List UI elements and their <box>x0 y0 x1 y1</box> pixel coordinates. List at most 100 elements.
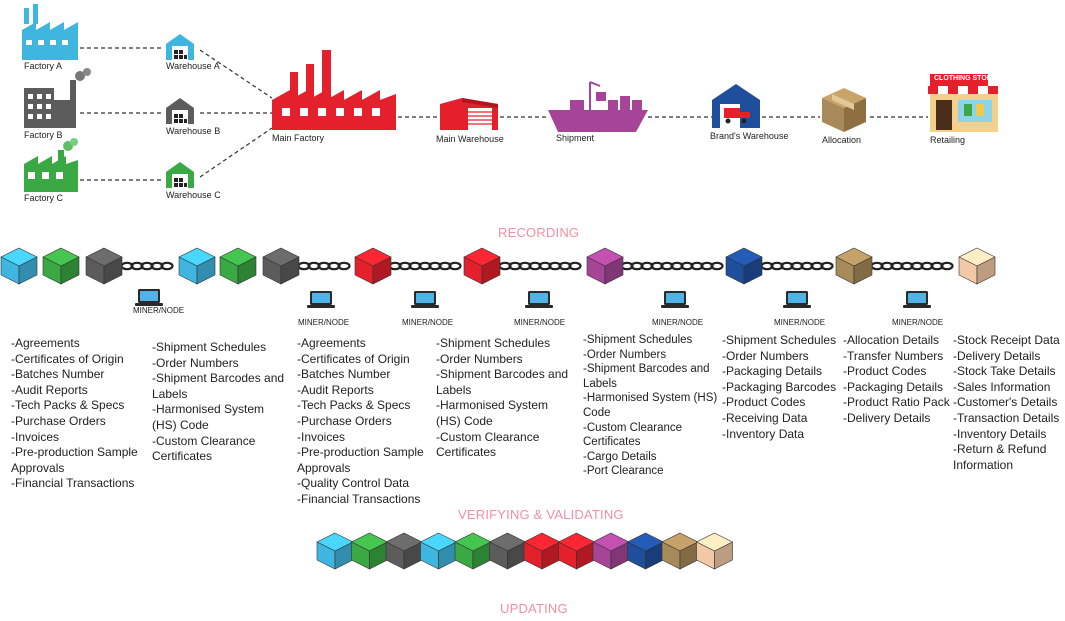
block-green <box>454 532 492 570</box>
updating-heading: UPDATING <box>500 601 568 616</box>
miner-node-label: MINER/NODE <box>892 318 944 327</box>
miner-node-label: MINER/NODE <box>652 318 704 327</box>
list-item: -Certificates of Origin <box>11 351 124 366</box>
block-blue <box>725 247 763 285</box>
factory-a-icon <box>22 4 78 60</box>
list-item: -Return & Refund Information <box>953 442 1047 472</box>
flow-connectors <box>80 47 928 181</box>
list-item: -Product Codes <box>843 364 927 379</box>
miner-node-label: MINER/NODE <box>774 318 826 327</box>
allocation-label: Allocation <box>822 135 862 145</box>
chain-link <box>870 261 954 271</box>
list-item: -Receiving Data <box>722 410 808 425</box>
list-item: -Stock Receipt Data <box>953 333 1060 347</box>
data-list-brands-warehouse: -Shipment Schedules-Order Numbers-Packag… <box>722 333 846 442</box>
list-item: -Packaging Details <box>722 364 823 379</box>
data-list-factories: -Agreements-Certificates of Origin-Batch… <box>11 336 151 492</box>
miner-node-label: MINER/NODE <box>298 318 350 327</box>
main-warehouse-icon <box>440 98 498 130</box>
list-item: -Port Clearance <box>583 465 664 478</box>
clothing-store-icon <box>928 74 998 132</box>
list-item: -Allocation Details <box>843 333 940 347</box>
list-item: -Custom Clearance Certificates <box>152 433 256 464</box>
list-item: -Order Numbers <box>722 348 809 363</box>
data-list-warehouses: -Shipment Schedules-Order Numbers-Shipme… <box>152 340 292 465</box>
block-gray <box>262 247 300 285</box>
block-tan <box>661 532 699 570</box>
brands-warehouse-icon <box>712 84 760 128</box>
list-item: -Stock Take Details <box>953 364 1056 379</box>
list-item: -Purchase Orders <box>11 413 106 428</box>
chain-link <box>120 261 174 271</box>
list-item: -Audit Reports <box>297 382 374 397</box>
data-list-shipment: -Shipment Schedules -Order Numbers -Shipme… <box>583 333 721 479</box>
laptop-icon <box>903 291 931 308</box>
list-item: -Customer's Details <box>953 395 1058 410</box>
block-red <box>354 247 392 285</box>
block-green <box>42 247 80 285</box>
list-item: -Packaging Details <box>843 379 944 394</box>
laptop-icon <box>525 291 553 308</box>
chain-link <box>498 261 582 271</box>
list-item: -Transaction Details <box>953 410 1060 425</box>
list-item: -Harmonised System (HS) Code <box>583 392 718 419</box>
shipment-label: Shipment <box>556 133 595 143</box>
data-list-retailing: -Stock Receipt Data-Delivery Details-Sto… <box>953 333 1065 473</box>
list-item: -Financial Transactions <box>297 491 421 506</box>
list-item: -Batches Number <box>297 367 391 382</box>
list-item: -Order Numbers <box>152 355 239 370</box>
list-item: -Invoices <box>11 429 60 444</box>
list-item: -Order Numbers <box>436 351 523 366</box>
list-item: -Product Codes <box>722 395 806 410</box>
warehouse-b-icon <box>166 98 194 124</box>
laptop-icon <box>411 291 439 308</box>
chain-link <box>297 261 351 271</box>
block-gray <box>385 532 423 570</box>
list-item: -Inventory Data <box>722 426 805 441</box>
list-item: -Invoices <box>297 429 346 444</box>
list-item: -Audit Reports <box>11 382 88 397</box>
warehouse-c-label: Warehouse C <box>166 190 221 200</box>
list-item: -Product Ratio Pack <box>843 395 950 410</box>
data-list-main-warehouse: -Shipment Schedules-Order Numbers-Shipme… <box>436 336 576 461</box>
list-item: -Shipment Schedules <box>152 340 267 354</box>
miner-node-label: MINER/NODE <box>133 306 185 315</box>
list-item: -Order Numbers <box>583 348 667 361</box>
list-item: -Pre-production Sample Approvals <box>297 445 424 475</box>
block-tan <box>835 247 873 285</box>
list-item: -Harmonised System (HS) Code <box>436 398 549 428</box>
recording-heading: RECORDING <box>498 225 580 240</box>
block-blue <box>626 532 665 570</box>
chain-link <box>620 261 724 271</box>
list-item: -Shipment Schedules <box>722 333 837 347</box>
list-item: -Batches Number <box>11 367 105 382</box>
block-gray <box>85 247 123 285</box>
laptop-icon <box>135 289 163 306</box>
block-red <box>463 247 501 285</box>
list-item: -Shipment Schedules <box>583 334 693 346</box>
block-purple <box>586 247 624 285</box>
warehouse-b-label: Warehouse B <box>166 126 221 136</box>
laptop-icon <box>661 291 689 308</box>
verifying-chain <box>316 532 734 570</box>
block-red <box>523 532 561 570</box>
factory-c-icon <box>24 138 78 192</box>
list-item: -Custom Clearance Certificates <box>583 421 683 449</box>
list-item: -Shipment Barcodes and Labels <box>583 363 710 390</box>
block-green <box>350 532 389 570</box>
block-cyan <box>0 247 38 285</box>
list-item: -Shipment Barcodes and Labels <box>436 367 569 397</box>
list-item: -Sales Information <box>953 379 1051 394</box>
factory-c-label: Factory C <box>24 193 64 203</box>
laptop-icon <box>307 291 335 308</box>
miner-node-laptops <box>135 289 931 308</box>
list-item: -Pre-production Sample Approvals <box>11 445 138 475</box>
list-item: -Delivery Details <box>843 410 931 425</box>
factory-b-label: Factory B <box>24 130 63 140</box>
data-list-main-factory: -Agreements-Certificates of Origin-Batch… <box>297 336 435 508</box>
list-item: -Purchase Orders <box>297 413 392 428</box>
verifying-heading: VERIFYING & VALIDATING <box>458 507 624 522</box>
list-item: -Tech Packs & Specs <box>297 398 411 413</box>
